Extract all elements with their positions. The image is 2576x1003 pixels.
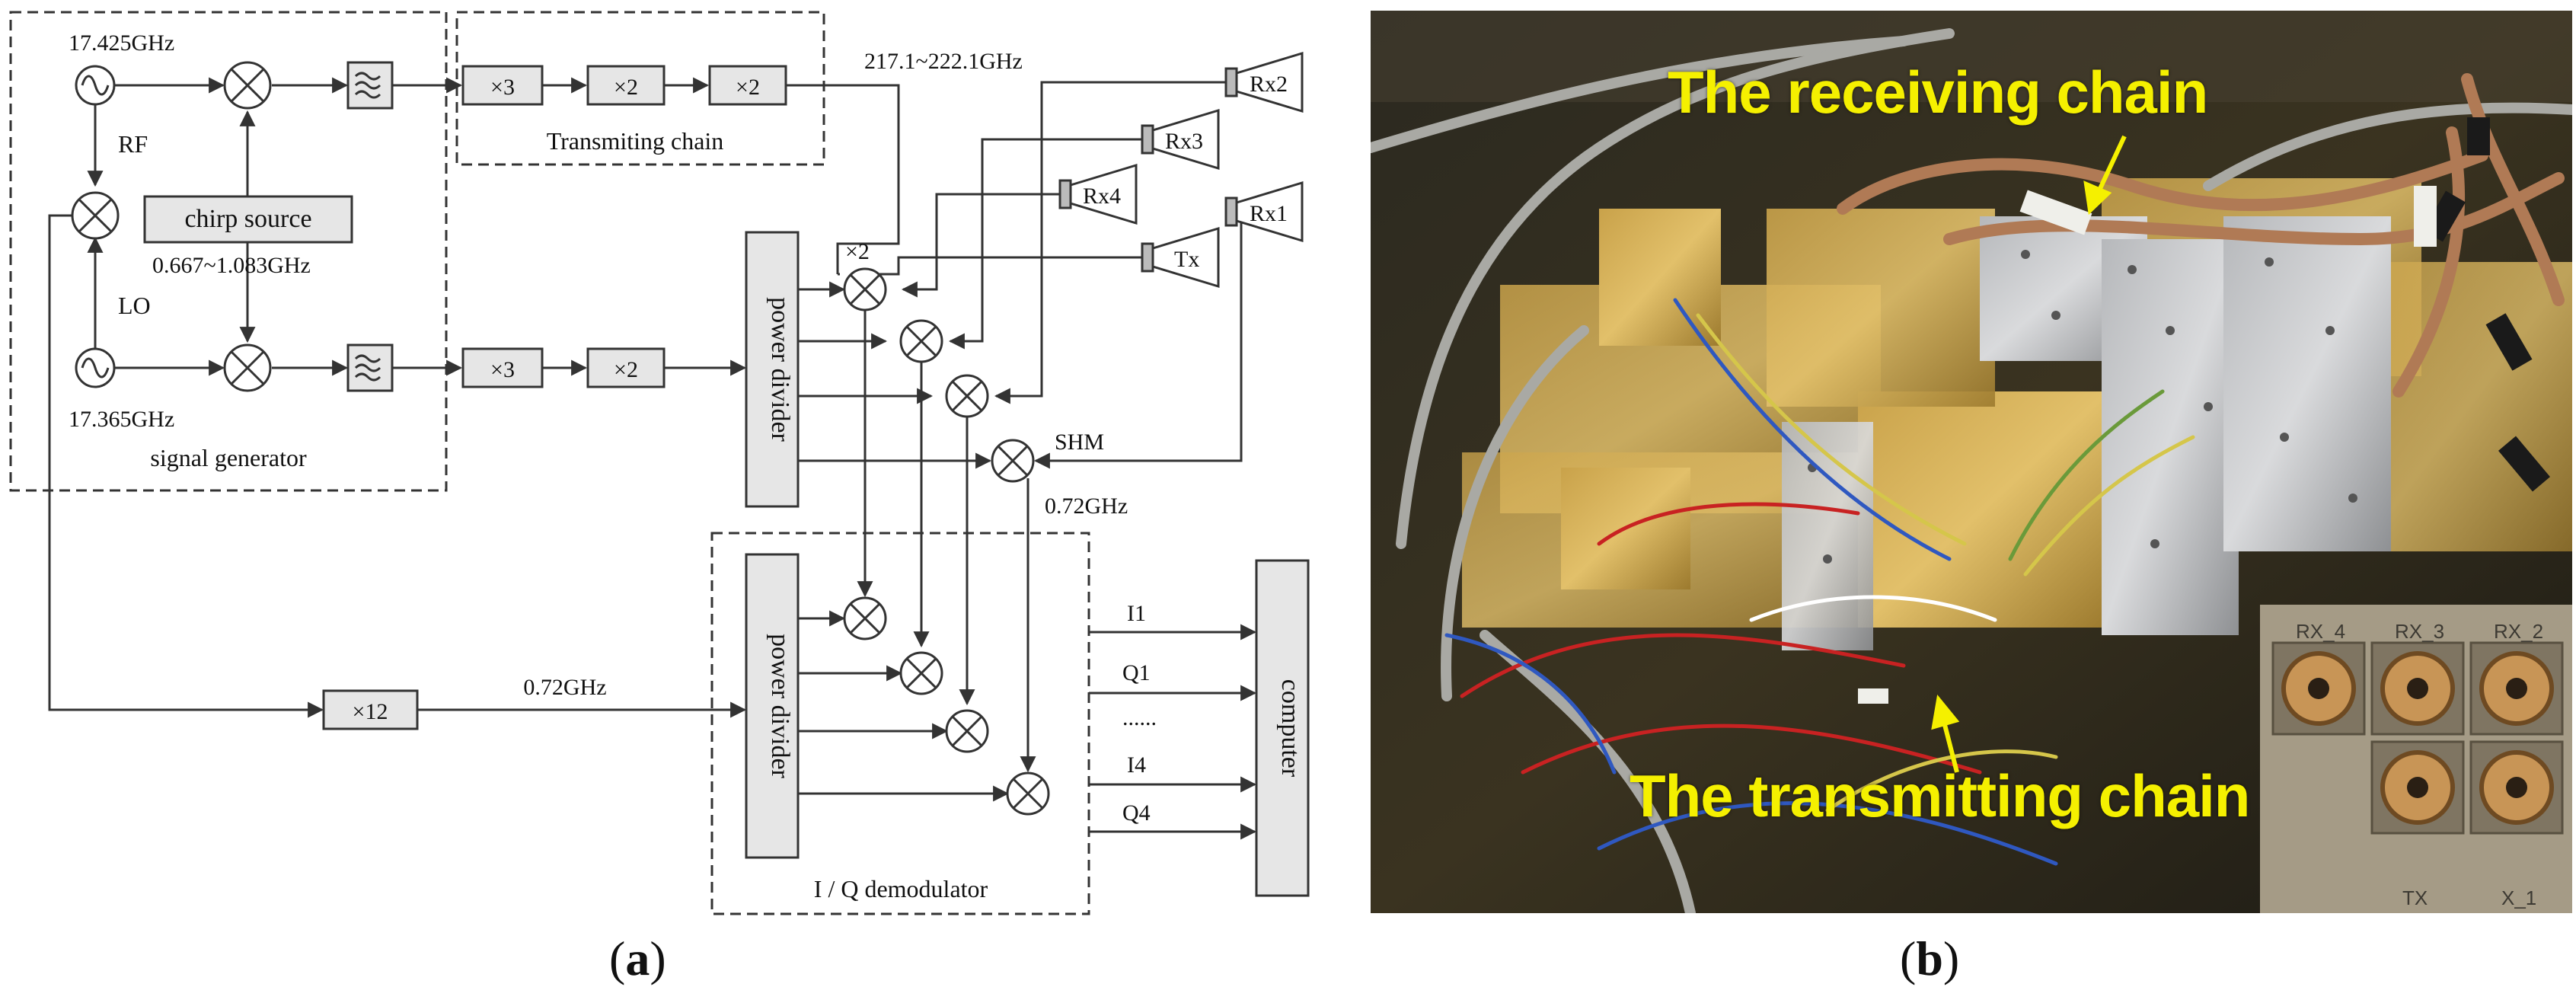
tx-multiplier-2-label: ×2	[614, 75, 638, 100]
iq-mixer-3-icon	[945, 709, 989, 753]
transmitting-chain-title: Transmiting chain	[547, 127, 724, 155]
rx3-label: Rx3	[1165, 129, 1203, 154]
tx-multiplier-3-block	[708, 65, 787, 106]
rx-mixer-3-icon	[945, 374, 989, 418]
rx-mixer-1-icon	[843, 267, 887, 311]
lo-multiplier-1-block	[461, 347, 544, 388]
chirp-source-block	[143, 195, 353, 244]
port-rx3-label: RX_3	[2395, 620, 2445, 643]
rx4-antenna-icon	[1058, 163, 1138, 225]
ref-multiplier-block	[322, 689, 419, 730]
panel-a-caption: (a)	[609, 931, 666, 985]
if-frequency-label: 0.72GHz	[1045, 494, 1128, 519]
lo-mixer-icon	[223, 343, 272, 392]
chirp-source-label: chirp source	[184, 205, 311, 233]
computer-label: computer	[1276, 679, 1304, 778]
iq-mixer-2-icon	[899, 651, 943, 695]
iq-mixer-1-icon	[843, 596, 887, 640]
power-divider-iq-label: power divider	[766, 634, 794, 778]
tx-multiplier-3-label: ×2	[736, 75, 760, 100]
tx-multiplier-1-block	[461, 65, 544, 106]
doubler-label: ×2	[845, 239, 870, 264]
lo-multiplier-2-label: ×2	[614, 357, 638, 382]
reference-mixer-icon	[71, 191, 120, 240]
port-rx4-label: RX_4	[2296, 620, 2346, 643]
rf-filter-icon	[346, 61, 394, 110]
hardware-photo-illustration	[1371, 11, 2572, 913]
output-i1-label: I1	[1127, 601, 1146, 626]
rx2-antenna-icon	[1224, 51, 1304, 113]
rx3-antenna-icon	[1141, 108, 1220, 171]
lo-multiplier-2-block	[586, 347, 666, 388]
tx-label: Tx	[1174, 247, 1199, 272]
rx4-label: Rx4	[1083, 184, 1121, 209]
rx1-antenna-icon	[1224, 180, 1304, 243]
rx-mixer-shm-icon	[991, 439, 1035, 483]
power-divider-iq-block	[745, 553, 800, 859]
rx2-label: Rx2	[1250, 72, 1288, 97]
iq-demodulator-box	[710, 532, 1090, 915]
rf-frequency-label: 17.425GHz	[69, 30, 174, 56]
power-divider-top-block	[745, 231, 800, 508]
rx-mixer-2-icon	[899, 319, 943, 363]
chirp-range-label: 0.667~1.083GHz	[152, 253, 311, 278]
lo-multiplier-1-label: ×3	[490, 357, 515, 382]
output-i4-label: I4	[1127, 752, 1146, 778]
lo-frequency-label: 17.365GHz	[69, 407, 174, 432]
port-rx2-label: RX_2	[2494, 620, 2544, 643]
lo-label: LO	[118, 292, 151, 319]
shm-label: SHM	[1055, 430, 1104, 455]
power-divider-top-label: power divider	[766, 297, 794, 442]
iq-demodulator-title: I / Q demodulator	[814, 875, 988, 902]
tx-antenna-icon	[1141, 226, 1220, 289]
transmitting-chain-photo-label: The transmitting chain	[1630, 762, 2250, 829]
receiving-chain-label: The receiving chain	[1668, 59, 2208, 126]
output-q4-label: Q4	[1122, 800, 1151, 826]
rf-label: RF	[118, 130, 148, 158]
panel-b-caption: (b)	[1900, 931, 1960, 985]
ref-frequency-label: 0.72GHz	[523, 675, 606, 700]
tx-multiplier-2-block	[586, 65, 666, 106]
hardware-photo: The receiving chain The transmitting cha…	[1371, 11, 2572, 913]
signal-generator-box	[9, 11, 448, 492]
block-diagram: 17.425GHz RF LO 17.365GHz chirp source 0…	[9, 11, 1310, 915]
tx-multiplier-1-label: ×3	[490, 75, 515, 100]
computer-block	[1255, 559, 1310, 897]
output-ellipsis-label: ......	[1122, 705, 1157, 730]
ref-multiplier-label: ×12	[353, 699, 388, 724]
rx1-label: Rx1	[1250, 201, 1288, 226]
tx-output-band-label: 217.1~222.1GHz	[864, 49, 1023, 74]
iq-mixer-4-icon	[1006, 771, 1050, 816]
lo-filter-icon	[346, 343, 394, 392]
rf-mixer-icon	[223, 61, 272, 110]
port-x1-label: X_1	[2501, 886, 2537, 909]
port-tx-label: TX	[2402, 886, 2428, 909]
output-q1-label: Q1	[1122, 660, 1151, 685]
signal-generator-title: signal generator	[150, 444, 307, 471]
